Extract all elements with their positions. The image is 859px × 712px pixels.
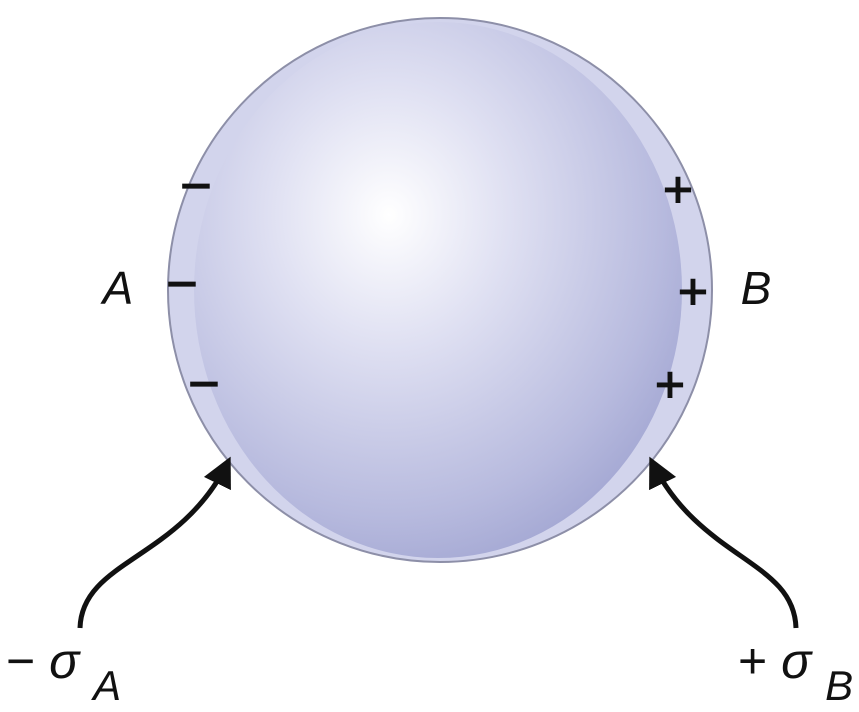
right-density-label: + σ B bbox=[738, 633, 853, 709]
negative-charge-3: − bbox=[186, 358, 223, 409]
left-density-label: − σ A bbox=[6, 633, 121, 709]
negative-charge-2: − bbox=[164, 258, 201, 309]
negative-charge-1: − bbox=[178, 160, 215, 211]
positive-charge-3: + bbox=[652, 359, 687, 408]
right-density-sign: + bbox=[738, 633, 767, 689]
right-density-subscript: B bbox=[825, 662, 853, 709]
left-density-arrow bbox=[77, 456, 231, 629]
positive-charge-2: + bbox=[675, 266, 710, 315]
right-density-arrow bbox=[649, 456, 799, 629]
point-b-label: B bbox=[741, 262, 772, 314]
right-density-symbol: σ bbox=[781, 633, 813, 689]
left-density-sign: − bbox=[6, 633, 35, 689]
point-a-label: A bbox=[100, 262, 134, 314]
left-density-symbol: σ bbox=[49, 633, 81, 689]
left-density-subscript: A bbox=[90, 662, 121, 709]
positive-charge-1: + bbox=[660, 164, 695, 213]
sphere-body bbox=[194, 22, 682, 558]
